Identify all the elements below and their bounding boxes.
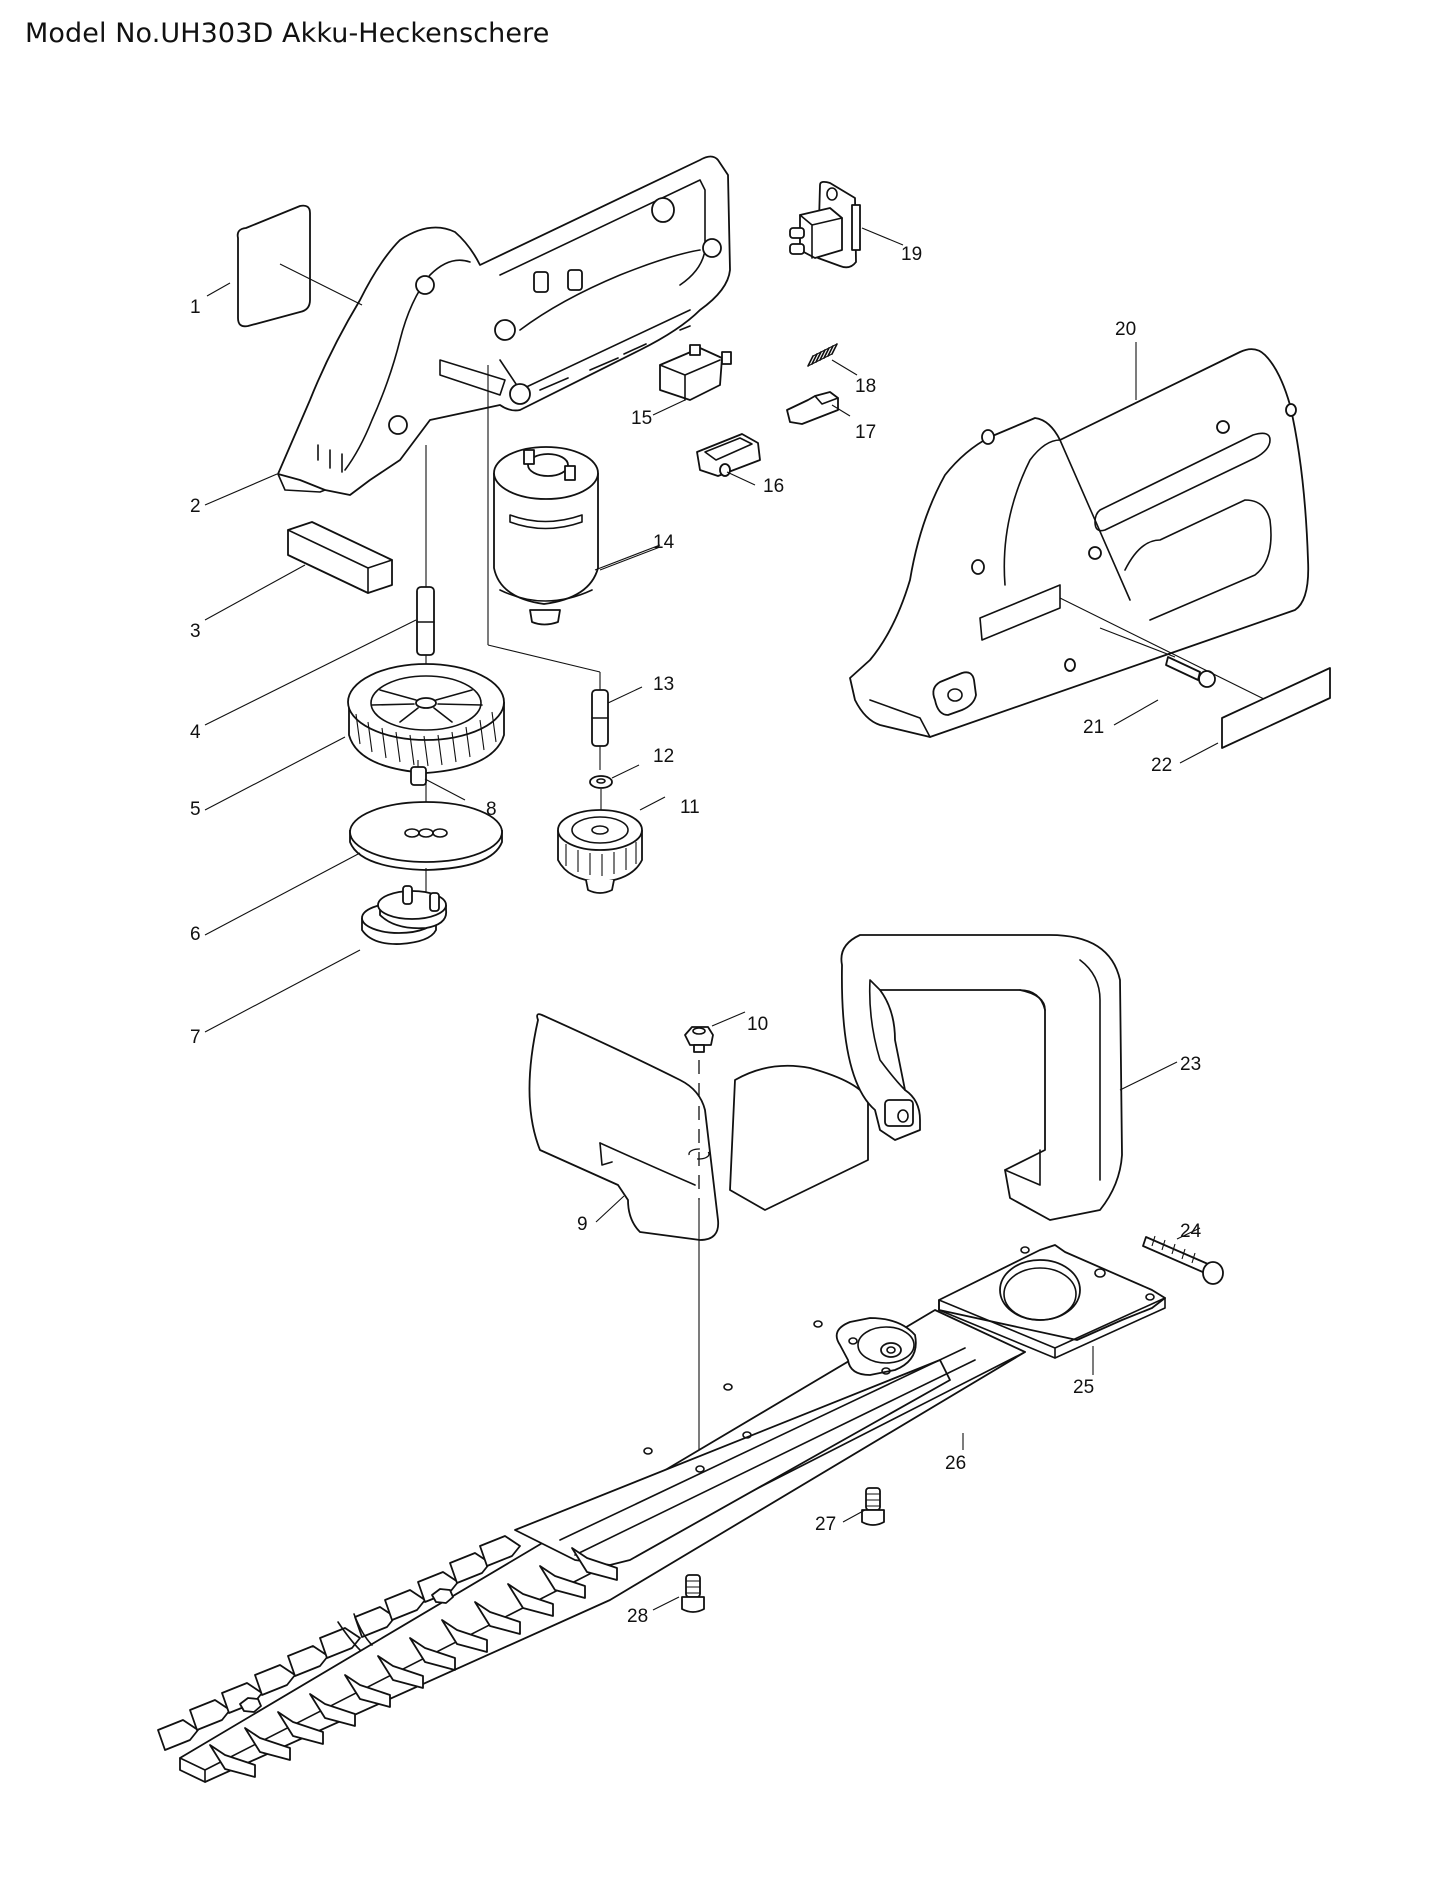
part-label-22: 22	[1151, 755, 1172, 776]
part-7-crank	[361, 885, 448, 945]
part-11-spur-gear-small	[557, 809, 643, 894]
part-label-10: 10	[747, 1014, 768, 1035]
part-label-28: 28	[627, 1606, 648, 1627]
part-label-27: 27	[815, 1514, 836, 1535]
part-25-gear-plate	[938, 1244, 1166, 1359]
part-20-housing-right	[849, 348, 1310, 738]
part-label-7: 7	[190, 1027, 201, 1048]
part-8-pin-small	[410, 760, 427, 808]
part-label-12: 12	[653, 746, 674, 767]
part-label-9: 9	[577, 1214, 588, 1235]
part-label-19: 19	[901, 244, 922, 265]
part-label-2: 2	[190, 496, 201, 517]
part-21-tapping-screw	[1099, 627, 1216, 688]
part-24-screw-long	[1142, 1235, 1224, 1285]
part-6-plate-disc	[349, 801, 503, 898]
part-label-3: 3	[190, 621, 201, 642]
part-28-bolt	[681, 1574, 705, 1613]
part-label-13: 13	[653, 674, 674, 695]
part-26-shear-blade-assembly	[157, 1309, 1026, 1783]
part-3-sponge-block	[287, 521, 393, 594]
diagram-title: Model No.UH303D Akku-Heckenschere	[25, 18, 550, 49]
part-label-23: 23	[1180, 1054, 1201, 1075]
part-label-14: 14	[653, 532, 675, 553]
part-1-label-plate	[236, 204, 311, 328]
part-label-11: 11	[680, 797, 700, 818]
part-label-20: 20	[1115, 319, 1136, 340]
part-19-terminal	[789, 180, 861, 269]
part-5-spur-gear	[347, 663, 505, 774]
part-2-housing-left	[277, 155, 731, 496]
part-label-16: 16	[763, 476, 784, 497]
part-label-26: 26	[945, 1453, 966, 1474]
part-17-lock-lever	[786, 391, 839, 425]
part-label-1: 1	[190, 297, 201, 318]
part-16-switch-lever	[696, 433, 761, 477]
part-15-switch	[659, 344, 732, 401]
part-label-17: 17	[855, 422, 876, 443]
part-12-washer	[589, 775, 613, 810]
part-13-pin-long	[591, 672, 609, 770]
part-10-hex-nut	[684, 1026, 714, 1475]
part-14-dc-motor	[487, 365, 661, 673]
leader-lines	[204, 227, 1219, 1611]
part-label-18: 18	[855, 376, 876, 397]
part-label-8: 8	[486, 799, 497, 820]
part-label-24: 24	[1180, 1221, 1202, 1242]
part-22-name-plate	[1059, 597, 1331, 749]
part-4-pin	[416, 445, 435, 690]
part-label-21: 21	[1083, 717, 1104, 738]
part-18-compression-spring	[807, 343, 838, 367]
part-label-5: 5	[190, 799, 201, 820]
part-label-4: 4	[190, 722, 201, 743]
part-27-bolt	[861, 1487, 885, 1526]
part-number-labels: 1 2 3 4 5 6 7 8 9 10 11 12 13 14 15 16 1…	[190, 244, 1202, 1627]
part-23-front-handle	[840, 934, 1123, 1221]
part-label-6: 6	[190, 924, 201, 945]
part-label-25: 25	[1073, 1377, 1094, 1398]
part-label-15: 15	[631, 408, 652, 429]
